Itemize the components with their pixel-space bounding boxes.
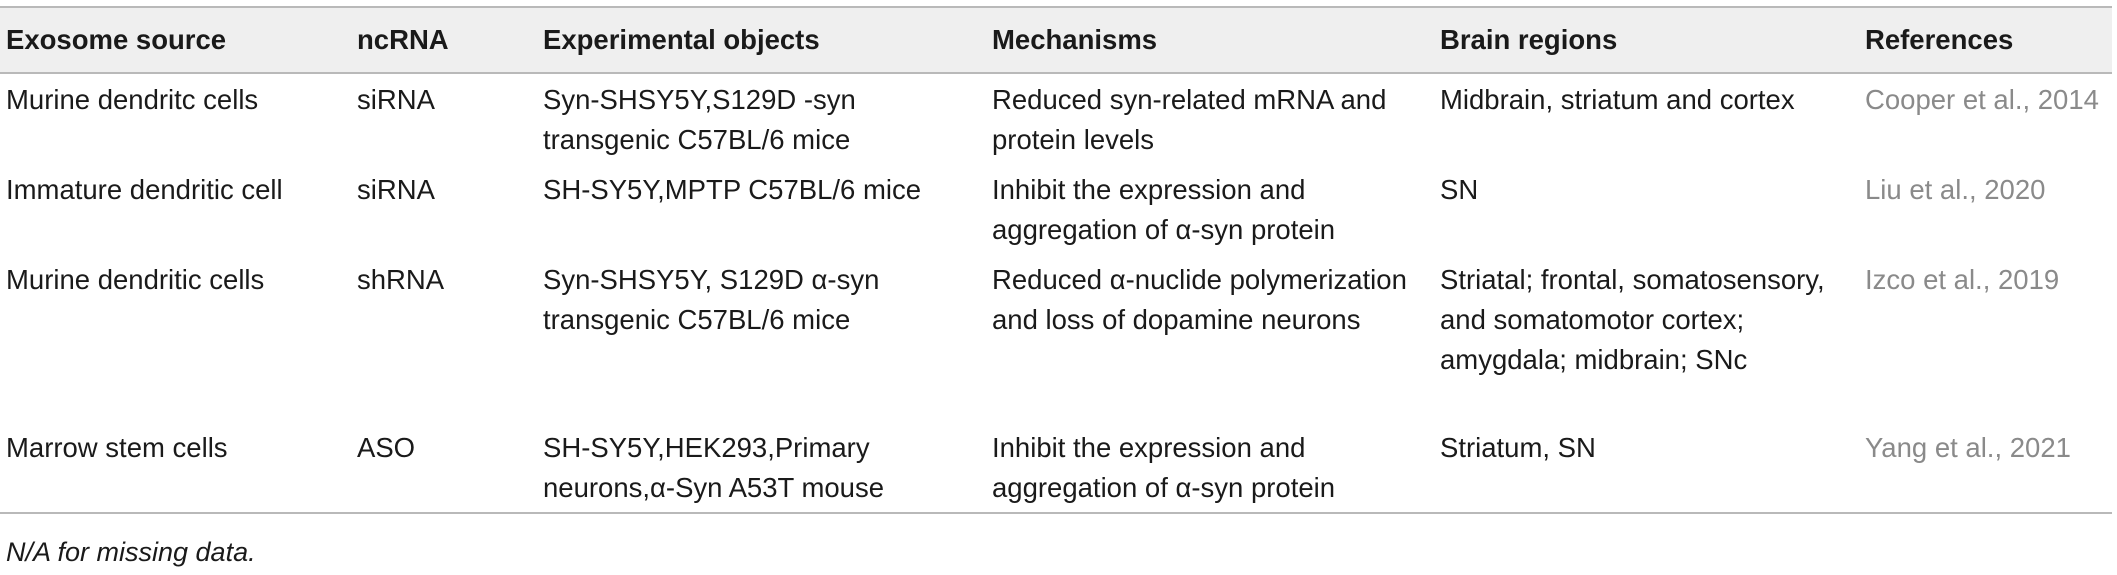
cell-brain-regions: SN [1440,174,1479,205]
table-footnote: N/A for missing data. [6,537,256,567]
cell-mechanisms: Reduced α-nuclide polymerization and los… [992,264,1407,335]
column-header-references: References [1865,24,2014,55]
table-row: Murine dendritc cells siRNA Syn-SHSY5Y,S… [0,73,2112,164]
cell-reference-link[interactable]: Izco et al., 2019 [1865,264,2060,295]
cell-mechanisms: Inhibit the expression and aggregation o… [992,174,1336,245]
cell-exosome-source: Marrow stem cells [6,432,228,463]
cell-reference-link[interactable]: Liu et al., 2020 [1865,174,2046,205]
cell-ncrna: siRNA [357,84,435,115]
column-header-experimental-objects: Experimental objects [543,24,820,55]
cell-brain-regions: Striatum, SN [1440,432,1596,463]
cell-mechanisms: Reduced syn-related mRNA and protein lev… [992,84,1387,155]
cell-experimental-objects: Syn-SHSY5Y, S129D α-syn transgenic C57BL… [543,264,880,335]
cell-exosome-source: Murine dendritc cells [6,84,259,115]
table-row: Marrow stem cells ASO SH-SY5Y,HEK293,Pri… [0,422,2112,513]
cell-experimental-objects: SH-SY5Y,HEK293,Primary neurons,α-Syn A53… [543,432,884,503]
cell-ncrna: ASO [357,432,416,463]
cell-experimental-objects: SH-SY5Y,MPTP C57BL/6 mice [543,174,922,205]
column-header-ncrna: ncRNA [357,24,449,55]
column-header-brain-regions: Brain regions [1440,24,1618,55]
column-header-exosome-source: Exosome source [6,24,227,55]
table-body: Murine dendritc cells siRNA Syn-SHSY5Y,S… [0,73,2112,513]
cell-exosome-source: Immature dendritic cell [6,174,283,205]
cell-ncrna: siRNA [357,174,435,205]
cell-brain-regions: Midbrain, striatum and cortex [1440,84,1795,115]
cell-reference-link[interactable]: Yang et al., 2021 [1865,432,2071,463]
table-row: Murine dendritic cells shRNA Syn-SHSY5Y,… [0,254,2112,422]
cell-mechanisms: Inhibit the expression and aggregation o… [992,432,1336,503]
cell-brain-regions: Striatal; frontal, somatosensory, and so… [1440,264,1825,375]
table-header: Exosome source ncRNA Experimental object… [0,7,2112,73]
data-table: Exosome source ncRNA Experimental object… [0,6,2112,514]
cell-experimental-objects: Syn-SHSY5Y,S129D -syn transgenic C57BL/6… [543,84,856,155]
header-row: Exosome source ncRNA Experimental object… [0,7,2112,73]
cell-exosome-source: Murine dendritic cells [6,264,265,295]
column-header-mechanisms: Mechanisms [992,24,1158,55]
cell-reference-link[interactable]: Cooper et al., 2014 [1865,84,2099,115]
table-row: Immature dendritic cell siRNA SH-SY5Y,MP… [0,164,2112,254]
cell-ncrna: shRNA [357,264,445,295]
